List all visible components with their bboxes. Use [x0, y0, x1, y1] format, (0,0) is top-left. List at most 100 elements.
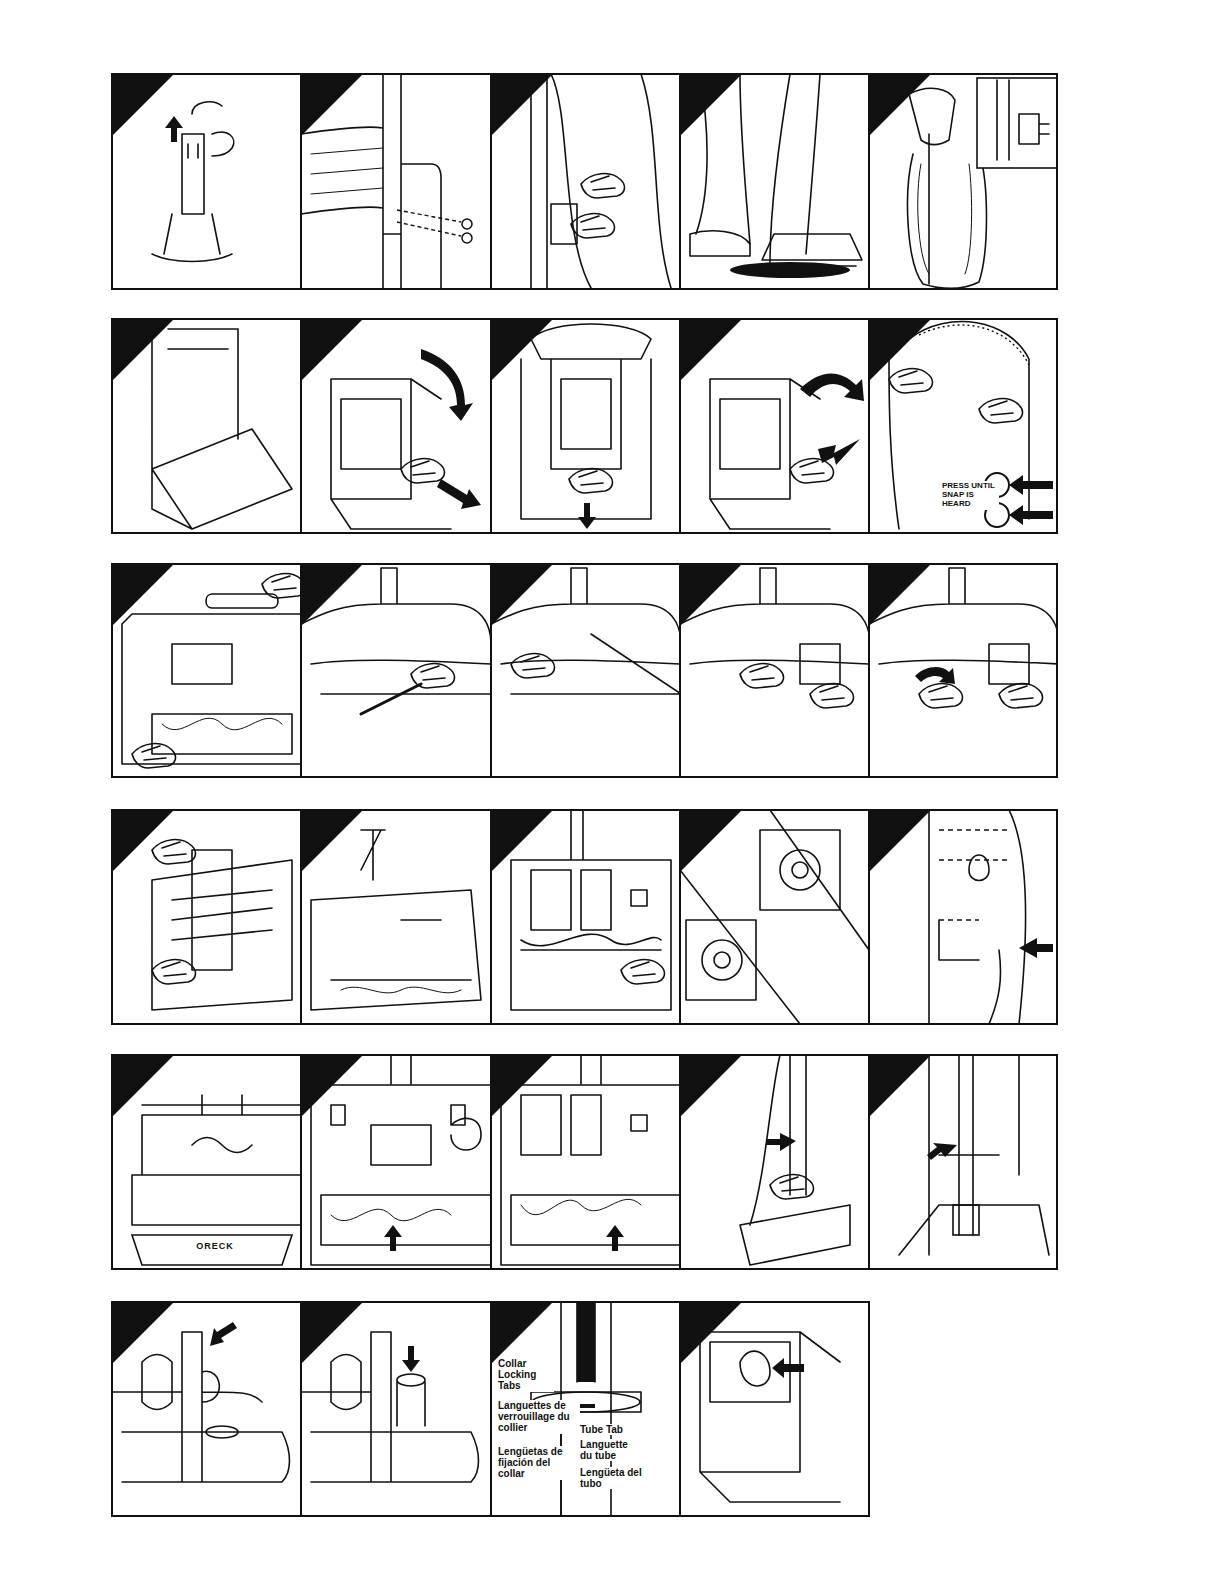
step-panel: [869, 74, 1057, 289]
step-corner: [680, 1302, 742, 1364]
sketch-line: [521, 1199, 641, 1215]
sketch-line: [301, 1332, 479, 1482]
sketch-line: [132, 744, 175, 768]
panel-frame: [301, 1302, 491, 1516]
bearing: [702, 940, 742, 980]
step-panel: [680, 564, 870, 777]
step-corner: [869, 810, 931, 872]
panel-frame: [301, 810, 491, 1024]
panel-frame: [112, 74, 301, 289]
sketch-line: [680, 810, 869, 1024]
direction-arrow: [1009, 475, 1053, 525]
sketch-line: [192, 102, 222, 114]
sketch-line: [790, 459, 833, 483]
panel-sketch: [908, 78, 1057, 288]
panel-sketch: [740, 1055, 850, 1265]
step-corner: [869, 74, 931, 136]
panel-frame: [491, 810, 680, 1024]
sketch-line: [918, 164, 972, 274]
sketch-line: [361, 684, 421, 714]
direction-arrow: [384, 1225, 402, 1251]
panel-sketch: [531, 74, 671, 288]
sketch-line: [531, 74, 671, 288]
socket: [397, 1374, 425, 1386]
panel-frame: [301, 319, 491, 533]
direction-arrow: [437, 479, 481, 509]
step-corner: [491, 319, 553, 381]
step-corner: [869, 319, 931, 381]
panel-frame: [869, 564, 1057, 777]
sketch-line: [889, 322, 1029, 529]
panel-sketch: [301, 74, 472, 288]
sketch-line: [686, 830, 840, 1000]
step-panel: [680, 1302, 869, 1516]
sketch-line: [740, 664, 783, 688]
bearing: [714, 952, 730, 968]
step-corner: [112, 1055, 174, 1117]
sketch-line: [710, 379, 830, 529]
step-panel: [112, 810, 301, 1024]
step-corner: [491, 74, 553, 136]
shadow: [730, 262, 850, 278]
step-corner: [112, 1302, 174, 1364]
step-corner: [680, 564, 742, 626]
sketch-line: [152, 254, 232, 262]
sketch-line: [152, 960, 195, 984]
panel-sketch: [331, 349, 481, 529]
step-panel: [112, 564, 305, 777]
panel-sketch: [889, 322, 1053, 529]
sketch-line: [331, 1209, 451, 1221]
step-panel: [869, 1055, 1057, 1269]
step-corner: [112, 564, 174, 626]
sketch-line: [212, 132, 234, 156]
sketch-line: [301, 74, 441, 288]
screw: [462, 219, 472, 229]
direction-arrow: [578, 503, 596, 529]
sketch-line: [511, 654, 554, 678]
hidden-edge: [939, 830, 1009, 920]
part-label: Languettes de verrouillage du collier: [498, 1400, 580, 1434]
inset-box: [977, 78, 1057, 168]
screw: [462, 233, 472, 243]
panel-sketch: [311, 830, 481, 1010]
sketch-line: [162, 718, 282, 730]
panel-sketch: [501, 1055, 680, 1265]
panel-sketch: [899, 1055, 1049, 1255]
panel-sketch: [152, 102, 234, 289]
step-corner: [869, 564, 931, 626]
sketch-line: [152, 840, 195, 864]
panel-frame: [112, 319, 301, 533]
panel-sketch: [700, 1332, 840, 1502]
panel-frame: [680, 1302, 869, 1516]
step-panel: [491, 1055, 681, 1269]
step-corner: [301, 1055, 363, 1117]
direction-arrow: [165, 116, 183, 142]
sketch-line: [341, 987, 461, 993]
panel-frame: [869, 74, 1057, 289]
direction-arrow: [800, 373, 864, 401]
panel-sketch: [112, 1322, 290, 1482]
sketch-line: [899, 1055, 1049, 1255]
step-panel: [112, 74, 301, 299]
direction-arrow: [766, 1133, 796, 1151]
step-panel: [680, 1055, 869, 1269]
direction-arrow: [915, 667, 955, 684]
sketch-line: [929, 810, 1026, 1024]
step-panel: [112, 1055, 302, 1269]
sketch-line: [132, 1095, 301, 1225]
step-panel: [491, 564, 681, 777]
panel-frame: [869, 1055, 1057, 1269]
panel-sketch: [680, 810, 869, 1024]
step-corner: [301, 810, 363, 872]
panel-frame: [112, 1302, 301, 1516]
panel-sketch: [521, 324, 651, 529]
panel-frame: [869, 810, 1057, 1024]
panel-frame: [301, 1055, 491, 1269]
panel-frame: [680, 319, 869, 533]
direction-arrow: [421, 349, 473, 421]
direction-arrow: [772, 1358, 804, 1378]
panel-frame: [301, 74, 491, 289]
panel-sketch: [132, 1095, 301, 1265]
sketch-line: [411, 664, 454, 688]
step-panel: [112, 319, 301, 533]
